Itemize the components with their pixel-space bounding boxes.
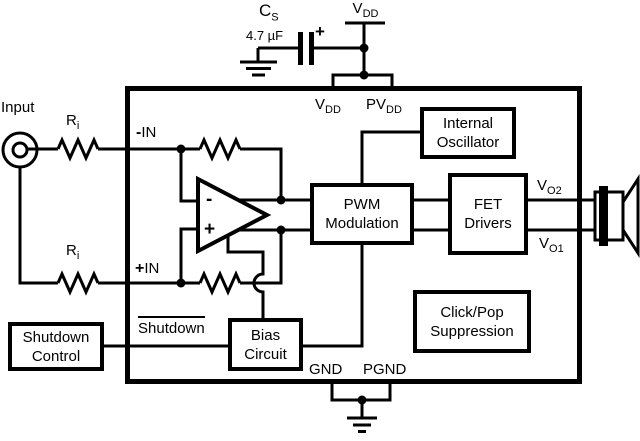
click-pop-suppression-box: Click/Pop Suppression (413, 290, 531, 353)
pvdd-pin-label: PVDD (366, 96, 402, 116)
shutdown-pin-text: Shutdown (138, 316, 205, 338)
pos-in-pin-label: +IN (135, 260, 159, 278)
pvdd-pin-base: PV (366, 96, 387, 113)
ri-top-label: Ri (66, 112, 80, 132)
vo1-sub: O1 (549, 243, 564, 255)
vdd-pin-base: V (315, 96, 326, 113)
shutdown-control-label-line1: Shutdown (22, 328, 90, 346)
pvdd-pin-sub: DD (386, 104, 402, 116)
opamp-minus-label: - (206, 189, 213, 210)
vo2-base: V (537, 177, 548, 194)
fet-label-line2: Drivers (464, 215, 512, 232)
wire (18, 167, 58, 285)
resistor-icon (198, 136, 242, 162)
shutdown-pin-label: Shutdown (138, 316, 205, 338)
bias-wire-hop-icon (226, 235, 265, 318)
internal-oscillator-label-line2: Oscillator (436, 134, 500, 151)
neg-in-sign: - (136, 124, 142, 141)
junction-dots (176, 43, 369, 405)
ri-top-sub: i (76, 120, 80, 132)
cs-sub: S (271, 11, 279, 24)
wire (240, 147, 283, 200)
pwm-label-line1: PWM (343, 196, 381, 213)
wire (360, 130, 420, 185)
vdd-pin-label: VDD (315, 96, 341, 116)
resistor-icon (56, 136, 100, 162)
pos-in-text: IN (144, 260, 160, 277)
bias-label-line2: Circuit (244, 345, 287, 363)
main-ic-block (125, 86, 582, 384)
shutdown-control-label-line2: Control (31, 347, 81, 365)
vdd-supply-base: V (352, 0, 363, 17)
opamp-icon (196, 175, 272, 255)
wire (179, 149, 198, 203)
resistor-icon (56, 270, 100, 296)
wire (302, 244, 364, 348)
ri-bottom-sub: i (76, 250, 80, 262)
resistor-icon (198, 270, 242, 296)
capacitor-icon (298, 32, 314, 65)
neg-in-pin-label: -IN (136, 124, 156, 142)
click-pop-label-line2: Suppression (430, 322, 514, 340)
pgnd-pin-label: PGND (363, 361, 407, 378)
pwm-label-line2: Modulation (325, 215, 399, 232)
gnd-pin-label: GND (309, 361, 343, 378)
opamp-plus-label: + (204, 219, 216, 240)
speaker-icon (593, 173, 640, 259)
ground-icon (240, 60, 277, 77)
cap-value-label: 4.7 µF (246, 28, 284, 43)
pwm-modulation-box: PWM Modulation (310, 183, 414, 245)
fet-label-line1: FET (473, 196, 503, 213)
cs-base: C (259, 1, 272, 20)
bias-circuit-box: Bias Circuit (228, 318, 303, 371)
cs-label: CS (259, 1, 279, 24)
input-label: Input (1, 99, 35, 116)
internal-oscillator-label-line1: Internal (442, 115, 494, 132)
vo2-pin-label: VO2 (537, 177, 562, 197)
bias-label-line1: Bias (250, 326, 281, 344)
vo1-base: V (539, 235, 550, 252)
pos-in-sign: + (135, 260, 145, 277)
vdd-pin-sub: DD (325, 104, 341, 116)
vdd-supply-label: VDD (345, 0, 386, 20)
ri-bottom-base: R (66, 242, 77, 259)
neg-in-text: IN (141, 124, 157, 141)
ri-top-base: R (66, 112, 77, 129)
wire (179, 227, 198, 283)
ground-icon (347, 416, 377, 433)
click-pop-label-line1: Click/Pop (440, 303, 504, 321)
vo1-pin-label: VO1 (539, 235, 564, 255)
ri-bottom-label: Ri (66, 242, 80, 262)
vdd-supply-sub: DD (362, 8, 379, 20)
cap-polarity-label: + (315, 22, 325, 41)
internal-oscillator-box: Internal Oscillator (420, 107, 516, 159)
vo2-sub: O2 (547, 185, 562, 197)
shutdown-control-box: Shutdown Control (8, 322, 104, 371)
fet-drivers-box: FET Drivers (448, 173, 528, 255)
